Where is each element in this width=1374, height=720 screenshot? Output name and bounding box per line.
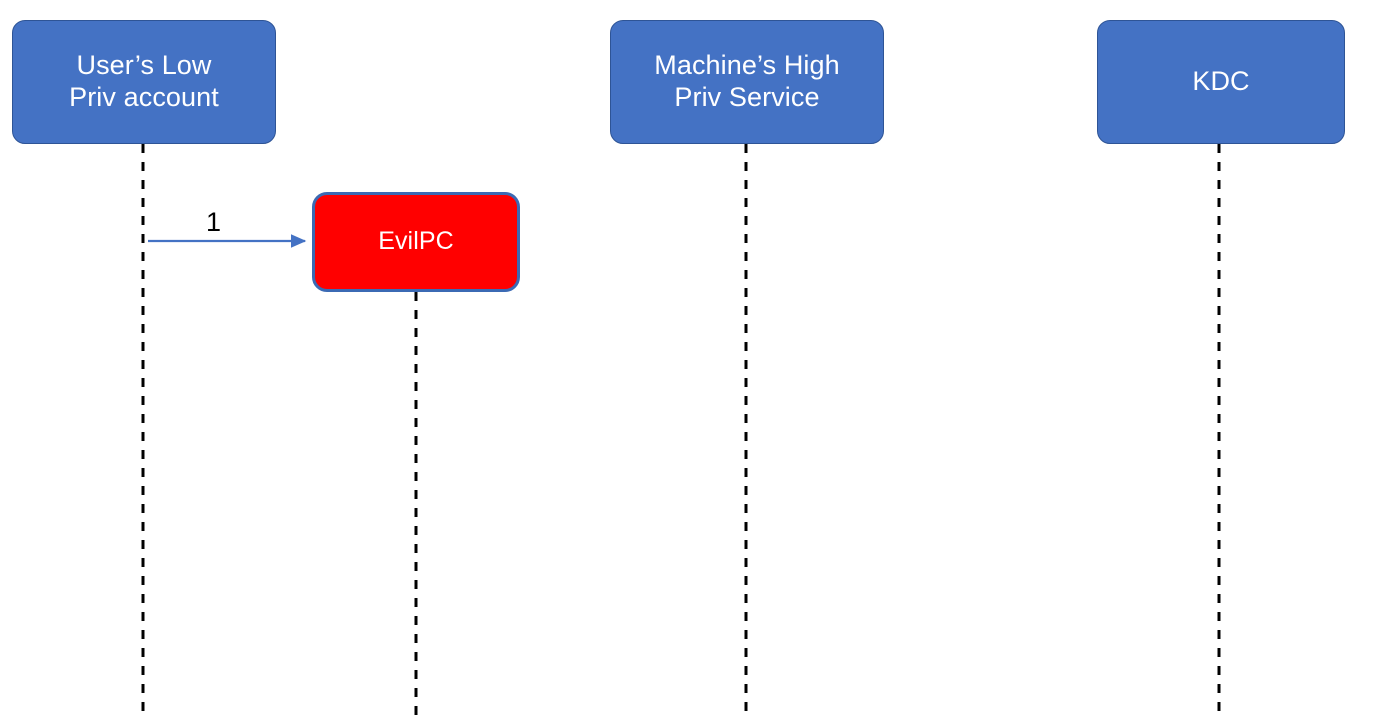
participant-user-low-priv-account[interactable]: User’s Low Priv account bbox=[12, 20, 276, 144]
participant-kdc[interactable]: KDC bbox=[1097, 20, 1345, 144]
participant-label-user-low-priv-account: User’s Low Priv account bbox=[69, 50, 219, 112]
message-label-1: 1 bbox=[206, 207, 222, 237]
participant-machine-high-priv-service[interactable]: Machine’s High Priv Service bbox=[610, 20, 884, 144]
participant-label-evilpc: EvilPC bbox=[378, 227, 454, 256]
participant-evilpc[interactable]: EvilPC bbox=[312, 192, 520, 292]
participant-label-kdc: KDC bbox=[1192, 66, 1250, 97]
participant-label-machine-high-priv-service: Machine’s High Priv Service bbox=[654, 50, 840, 112]
